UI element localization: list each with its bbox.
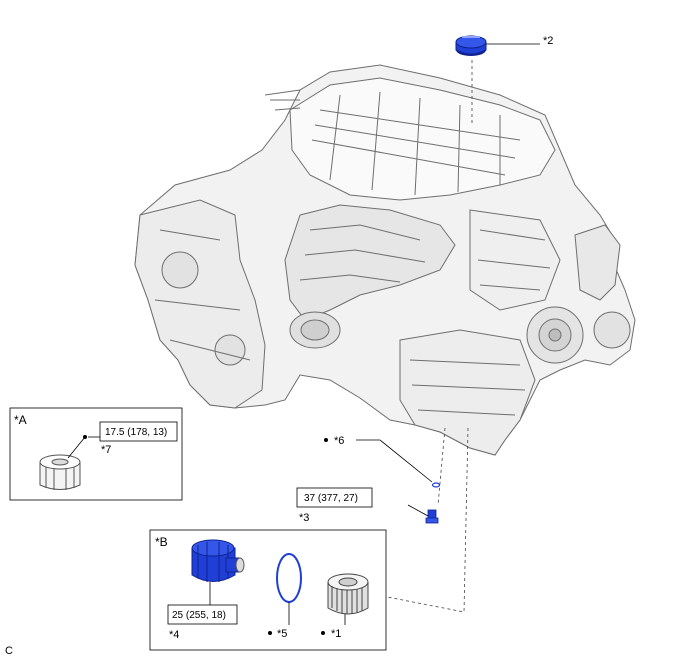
callout-1: *1 (331, 628, 341, 640)
callout-3: *3 (299, 512, 309, 524)
torque-box-b (167, 604, 238, 625)
leader-c3 (407, 504, 429, 517)
torque-value-b: 25 (255, 18) (172, 610, 226, 621)
oil-filter-element (327, 573, 369, 615)
engine-assembly (134, 64, 636, 456)
dashed-guide-filter (371, 427, 469, 613)
callout-2: *2 (543, 35, 553, 47)
drain-plug (425, 509, 439, 524)
dashed-guide-drain (437, 427, 446, 506)
torque-box-drain (296, 487, 373, 508)
leader-a (67, 436, 86, 459)
oil-filter-cap (191, 539, 245, 582)
callout-5: *5 (277, 628, 287, 640)
leader-c6 (356, 439, 433, 483)
torque-box-a (99, 421, 178, 442)
oil-filter-a (39, 454, 81, 490)
illustration-code: C (5, 645, 13, 657)
bullet-c6 (324, 438, 328, 442)
callout-6: *6 (334, 435, 344, 447)
panel-a-title: *A (14, 413, 27, 427)
bullet-c1 (321, 631, 325, 635)
drain-plug-gasket (431, 482, 441, 488)
oil-filler-cap (455, 35, 487, 56)
torque-value-drain: 37 (377, 27) (304, 493, 358, 504)
bullet-c5 (268, 631, 272, 635)
torque-value-a: 17.5 (178, 13) (105, 427, 167, 438)
callout-7: *7 (101, 444, 111, 456)
panel-b-title: *B (155, 535, 168, 549)
callout-4: *4 (169, 629, 179, 641)
